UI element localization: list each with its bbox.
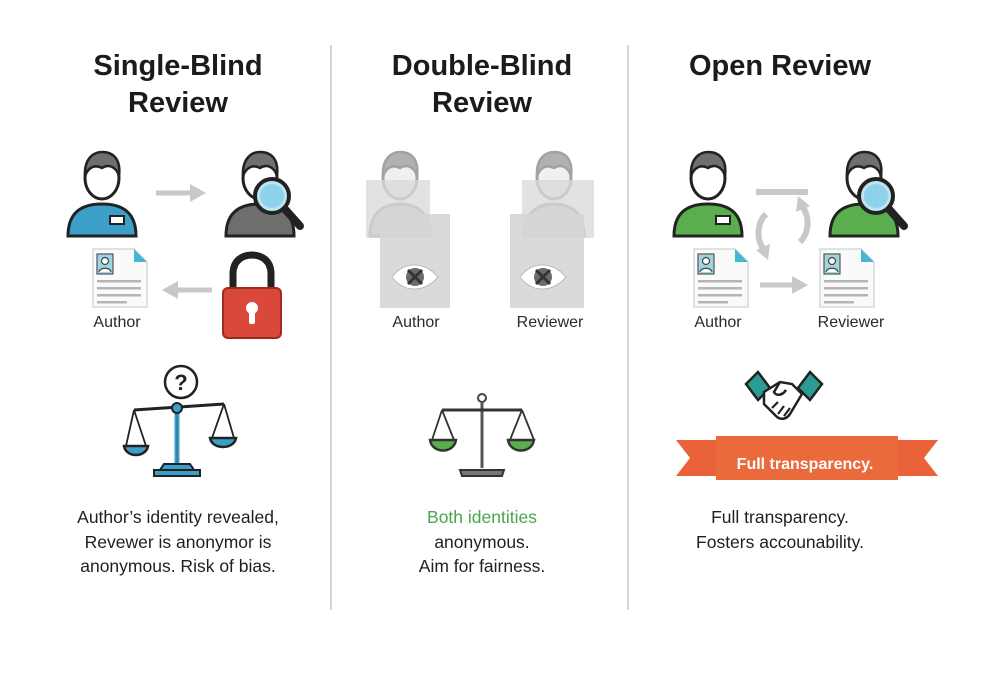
hidden-eye-icon xyxy=(519,264,567,290)
reviewer-label: Reviewer xyxy=(817,314,885,331)
title-line: Review xyxy=(432,87,532,119)
description-line: anonymous. xyxy=(434,531,530,552)
reviewer-magnifier-icon xyxy=(828,150,908,238)
open-review-column: Open Review xyxy=(630,0,938,688)
title-line: Review xyxy=(128,87,228,119)
title-line: Double-Blind xyxy=(391,50,573,82)
document-icon xyxy=(92,248,148,308)
author-masked-icon xyxy=(366,150,450,308)
balance-scale-icon xyxy=(428,393,536,477)
padlock-icon xyxy=(222,251,282,339)
open-review-title: Open Review xyxy=(630,48,930,85)
document-icon xyxy=(819,248,875,308)
exchange-arrows-icon xyxy=(755,189,811,260)
column-divider-left xyxy=(330,45,332,610)
banner-ribbon xyxy=(676,436,938,480)
description-line: Revewer is anonymor is xyxy=(84,531,272,552)
open-review-description: Full transparency. Fosters accounability… xyxy=(630,505,930,554)
svg-text:?: ? xyxy=(174,370,187,395)
description-line: Fosters accounability. xyxy=(696,531,864,552)
description-line: Author’s identity revealed, xyxy=(77,507,279,527)
author-person-icon xyxy=(66,150,138,238)
double-blind-title: Double-Blind Review xyxy=(332,48,632,122)
description-line: Aim for fairness. xyxy=(418,556,546,576)
question-icon: ? xyxy=(163,364,199,400)
balance-scale-icon xyxy=(122,402,238,477)
column-divider-right xyxy=(627,45,629,610)
title-line: Single-Blind xyxy=(93,50,263,82)
description-line: Full transparency. xyxy=(711,507,849,527)
author-label: Author xyxy=(93,314,141,331)
description-line: anonymous. Risk of bias. xyxy=(80,556,276,576)
single-blind-title: Single-Blind Review xyxy=(28,48,328,122)
double-blind-description: Both identities anonymous. Aim for fairn… xyxy=(332,505,632,579)
single-blind-description: Author’s identity revealed, Revewer is a… xyxy=(28,505,328,579)
reviewer-magnifier-icon xyxy=(224,150,304,238)
single-blind-column: Single-Blind Review xyxy=(28,0,328,688)
document-icon xyxy=(693,248,749,308)
author-person-icon xyxy=(672,150,744,238)
hidden-eye-icon xyxy=(391,264,439,290)
author-label: Author xyxy=(392,314,440,331)
author-label: Author xyxy=(694,314,742,331)
title-line: Open Review xyxy=(688,50,872,82)
double-blind-column: Double-Blind Review Author xyxy=(332,0,632,688)
reviewer-label: Reviewer xyxy=(516,314,584,331)
arrow-right-icon xyxy=(156,184,206,202)
reviewer-masked-icon xyxy=(510,150,594,308)
banner-text: Full transparency. xyxy=(736,456,874,473)
arrow-right-icon xyxy=(760,276,808,294)
description-line: Both identities xyxy=(427,507,537,527)
arrow-left-icon xyxy=(162,281,212,299)
handshake-icon xyxy=(744,370,824,420)
